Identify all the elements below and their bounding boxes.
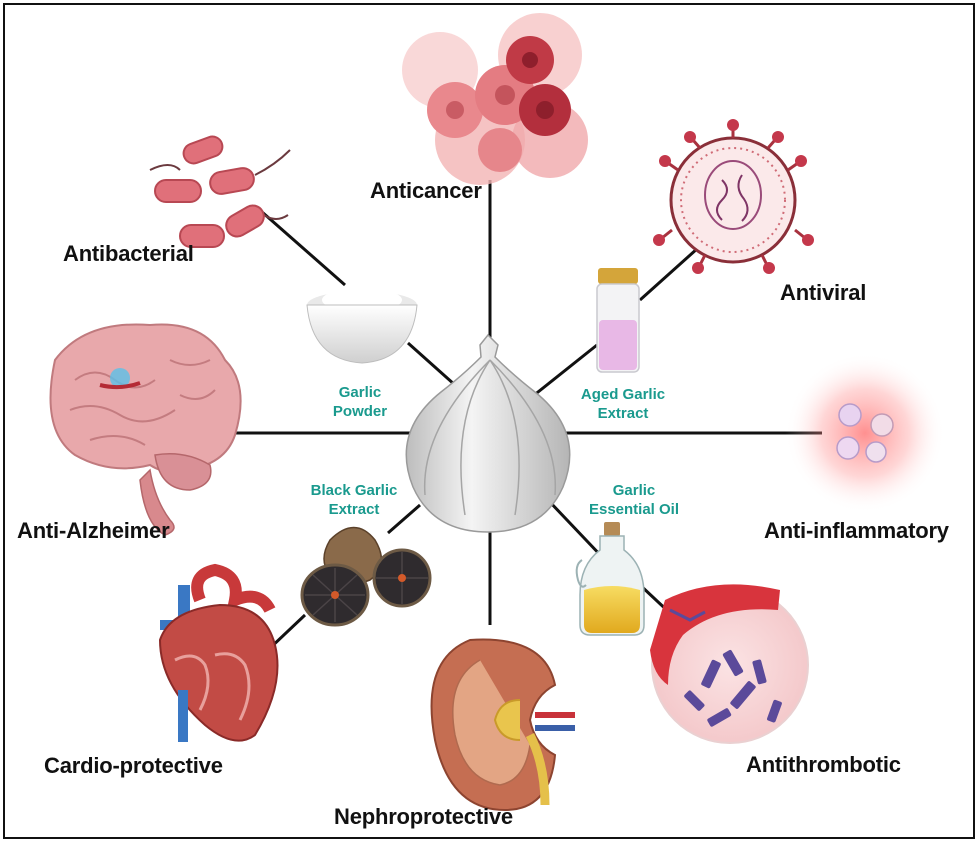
label-antiviral: Antiviral	[780, 280, 867, 305]
label-aged-garlic-extract-line1: Aged Garlic	[580, 386, 666, 403]
label-aged-garlic-extract-line2: Extract	[597, 405, 649, 422]
cancer-cells-icon	[402, 13, 588, 185]
label-garlic-essential-oil-line2: Essential Oil	[588, 501, 680, 518]
label-garlic-powder-line2: Powder	[332, 403, 388, 420]
label-antithrombotic: Antithrombotic	[746, 752, 901, 777]
line-cardio-center	[387, 503, 421, 535]
label-garlic-powder-line1: Garlic	[338, 384, 382, 401]
label-anti-alzheimer: Anti-Alzheimer	[17, 518, 170, 543]
label-anticancer: Anticancer	[370, 178, 482, 203]
label-antibacterial: Antibacterial	[63, 241, 194, 266]
line-antibacterial	[261, 210, 346, 287]
line-antithrombotic-center	[546, 498, 607, 562]
black-garlic-icon	[300, 526, 432, 627]
label-black-garlic-extract-line1: Black Garlic	[310, 482, 398, 499]
aged-garlic-extract-vial-icon	[596, 268, 640, 373]
inflammation-cells-icon	[785, 353, 945, 513]
label-black-garlic-extract: Black Garlic Extract	[298, 481, 410, 519]
kidney-icon	[430, 638, 575, 812]
bacteria-icon	[149, 135, 291, 248]
diagram-border	[3, 3, 975, 839]
blood-clot-icon	[650, 584, 809, 744]
label-nephroprotective: Nephroprotective	[334, 804, 513, 829]
brain-icon	[49, 323, 242, 536]
label-anti-inflammatory: Anti-inflammatory	[764, 518, 949, 543]
label-garlic-essential-oil-line1: Garlic	[612, 482, 656, 499]
connector-lines	[235, 180, 822, 652]
line-antibacterial-center	[407, 341, 456, 387]
label-cardio-protective: Cardio-protective	[44, 753, 223, 778]
line-antiviral	[638, 246, 700, 302]
garlic-essential-oil-bottle-icon	[575, 522, 645, 636]
garlic-powder-bowl-icon	[306, 288, 418, 364]
label-garlic-powder: Garlic Powder	[310, 383, 410, 421]
label-aged-garlic-extract: Aged Garlic Extract	[568, 385, 678, 423]
line-antiviral-center	[527, 343, 598, 402]
label-black-garlic-extract-line2: Extract	[328, 501, 380, 518]
virus-icon	[653, 119, 814, 274]
heart-icon	[158, 563, 279, 742]
label-garlic-essential-oil: Garlic Essential Oil	[573, 481, 695, 519]
garlic-bulb-icon	[405, 333, 571, 533]
